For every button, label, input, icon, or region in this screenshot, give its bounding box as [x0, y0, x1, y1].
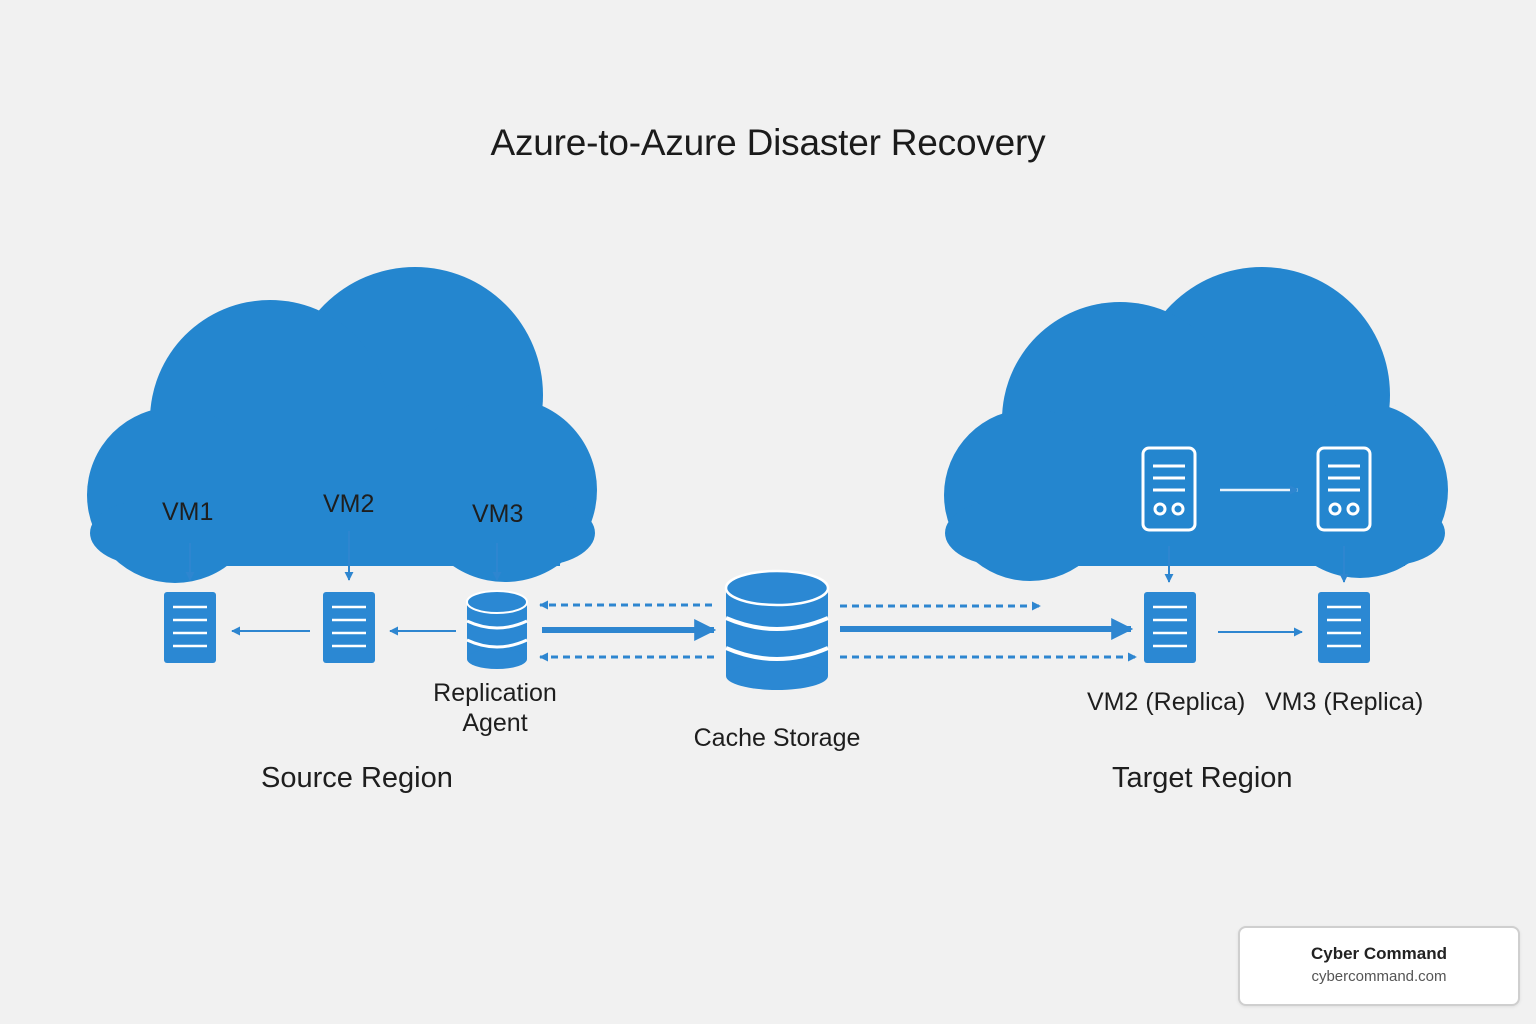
replication-agent-label-line2: Agent — [462, 709, 528, 737]
target-region-label: Target Region — [1112, 762, 1293, 794]
vm3-label: VM3 — [472, 500, 524, 528]
replication-agent-db-icon — [466, 590, 528, 669]
brand-badge: Cyber Command cybercommand.com — [1238, 926, 1520, 1006]
brand-url: cybercommand.com — [1311, 968, 1447, 985]
replication-agent-label-line1: Replication — [433, 679, 557, 707]
vm3-replica-server-icon — [1318, 592, 1370, 663]
vm2-server-icon — [323, 592, 375, 663]
diagram-title: Azure-to-Azure Disaster Recovery — [490, 122, 1046, 163]
target-server-icon-2 — [1316, 446, 1372, 532]
cache-storage-label: Cache Storage — [693, 724, 861, 752]
cache-storage-db-icon — [724, 569, 830, 690]
vm1-label: VM1 — [162, 498, 214, 526]
vm3-replica-label: VM3 (Replica) — [1265, 688, 1424, 716]
vm2-replica-label: VM2 (Replica) — [1087, 688, 1246, 716]
vm2-label: VM2 — [323, 490, 375, 518]
target-server-icon-1 — [1141, 446, 1197, 532]
vm1-server-icon — [164, 592, 216, 663]
target-region-cloud — [944, 267, 1448, 581]
source-region-label: Source Region — [261, 762, 453, 794]
vm2-replica-server-icon — [1144, 592, 1196, 663]
brand-name: Cyber Command — [1310, 944, 1448, 963]
replication-agent-label: Replication Agent — [404, 678, 586, 738]
source-region-cloud — [87, 267, 597, 583]
